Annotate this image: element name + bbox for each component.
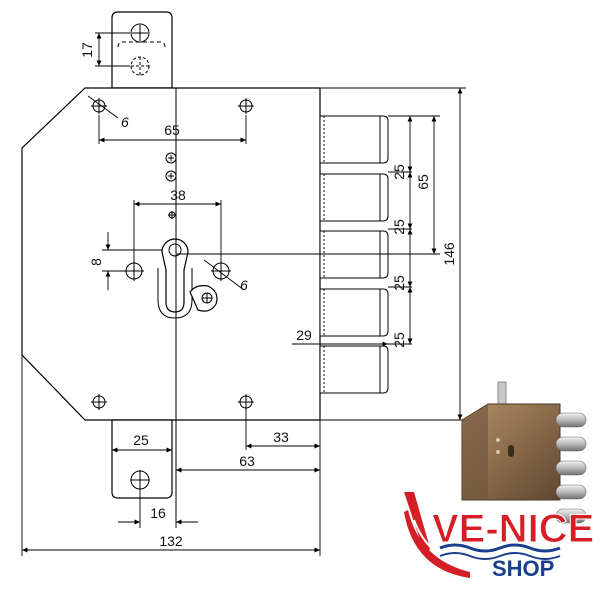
dimension-bottom-tab-width: 25 [112,432,172,453]
locking-bolt [319,173,389,222]
svg-text:SHOP: SHOP [492,556,554,581]
dimension-cylinder-hole-spacing: 38 [133,187,222,262]
svg-text:25: 25 [391,332,407,348]
product-photo [461,381,587,524]
venice-shop-logo: VE-NICE SHOP [404,492,595,581]
bolt-pitch-dimensions: 25 25 25 25 65 [176,115,440,348]
svg-text:25: 25 [391,219,407,235]
dimension-bolt-throw: 29 [292,327,388,347]
svg-text:6: 6 [121,114,129,130]
screw-icon [165,152,177,164]
top-mounting-tab [111,11,173,89]
locking-bolt [319,115,389,164]
mounting-hole [91,394,107,410]
locking-bolt [319,288,389,337]
svg-text:25: 25 [391,164,407,180]
svg-text:6: 6 [240,277,248,293]
svg-text:33: 33 [273,429,289,445]
dimension-overall-width: 132 [21,355,321,556]
dimension-hole-spacing: 65 [98,115,247,144]
cylinder-keyhole [157,238,193,319]
svg-text:25: 25 [133,432,149,448]
dimension-overall-height: 146 [320,87,466,421]
locking-bolt [319,345,389,394]
mounting-hole [238,394,254,410]
screw-icon [165,170,177,182]
svg-text:25: 25 [391,275,407,291]
center-mark [168,211,176,219]
svg-text:146: 146 [441,242,457,266]
svg-text:132: 132 [159,533,183,549]
mounting-hole [238,98,254,114]
svg-text:16: 16 [150,505,166,521]
bottom-mounting-tab [111,419,173,499]
svg-text:65: 65 [415,174,431,190]
svg-text:17: 17 [79,42,95,58]
cylinder-fixing-hole [211,261,231,281]
svg-text:65: 65 [164,122,180,138]
dimension-backset-33: 33 [245,410,320,450]
cam-lever [189,285,218,312]
svg-text:8: 8 [88,258,104,266]
mounting-hole [91,98,107,114]
dimension-top-tab-height: 17 [79,32,130,67]
dimension-cylinder-hole-offset: 8 [88,232,162,290]
dimension-cylinder-hole-diameter: 6 [203,259,248,293]
dimension-backset-63: 63 [176,453,320,473]
dimension-bottom-tab-offset: 16 [118,490,198,528]
svg-text:29: 29 [296,327,312,343]
locking-bolt [319,230,389,279]
svg-text:38: 38 [170,187,186,203]
svg-text:63: 63 [239,453,255,469]
dimension-hole-diameter-top: 6 [87,95,129,130]
